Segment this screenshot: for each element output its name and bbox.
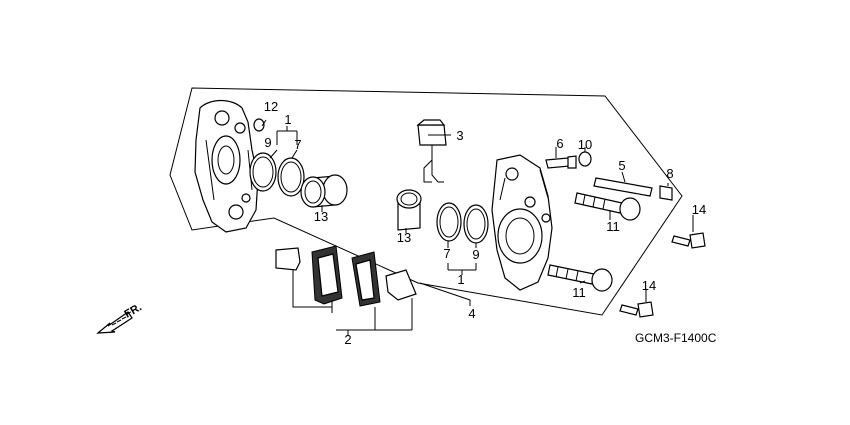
callout-9-right: 9 — [472, 247, 479, 262]
part-2-brake-pads — [275, 245, 417, 307]
assembly-outline — [169, 87, 683, 316]
part-9-left-seal — [249, 152, 277, 192]
callout-7-left: 7 — [294, 137, 301, 152]
callout-9-left: 9 — [264, 135, 271, 150]
part-13-right-piston — [396, 189, 422, 231]
callout-4: 4 — [468, 306, 475, 321]
caliper-bracket — [194, 99, 259, 233]
part-3-pad-spring — [416, 119, 447, 183]
part-9-right-seal — [463, 204, 489, 244]
part-11-bottom-bolt — [547, 264, 613, 292]
callout-1-top: 1 — [284, 112, 291, 127]
part-7-left-seal — [277, 157, 305, 197]
callout-12: 12 — [264, 99, 278, 114]
callout-8: 8 — [666, 166, 673, 181]
front-direction-arrow-icon — [96, 311, 133, 334]
part-14-top-bolt — [671, 232, 706, 249]
callout-6: 6 — [556, 136, 563, 151]
callout-2: 2 — [344, 332, 351, 347]
callout-14-top: 14 — [692, 202, 706, 217]
callout-11-bottom: 11 — [572, 285, 586, 300]
part-7-right-seal — [436, 202, 462, 242]
callout-3: 3 — [456, 128, 463, 143]
part-5-pin — [593, 177, 653, 197]
callout-5: 5 — [618, 158, 625, 173]
callout-13-right: 13 — [397, 230, 411, 245]
diagram-code: GCM3-F1400C — [635, 331, 717, 345]
part-12-ring — [253, 118, 265, 132]
part-13-left-piston — [300, 174, 348, 208]
part-14-bottom-bolt — [619, 301, 654, 318]
callout-14-bottom: 14 — [642, 278, 656, 293]
callout-10: 10 — [578, 137, 592, 152]
callout-13-left: 13 — [314, 209, 328, 224]
leader-lines — [261, 119, 694, 336]
part-10-cap — [578, 151, 592, 167]
callout-7-right: 7 — [443, 246, 450, 261]
direction-label: FR. — [123, 301, 144, 320]
callout-11-top: 11 — [606, 219, 620, 234]
caliper-body — [491, 154, 553, 291]
part-6-bleeder — [545, 155, 577, 169]
part-8-boot — [659, 185, 673, 201]
part-11-top-bolt — [574, 192, 641, 221]
callout-1-bottom: 1 — [457, 272, 464, 287]
